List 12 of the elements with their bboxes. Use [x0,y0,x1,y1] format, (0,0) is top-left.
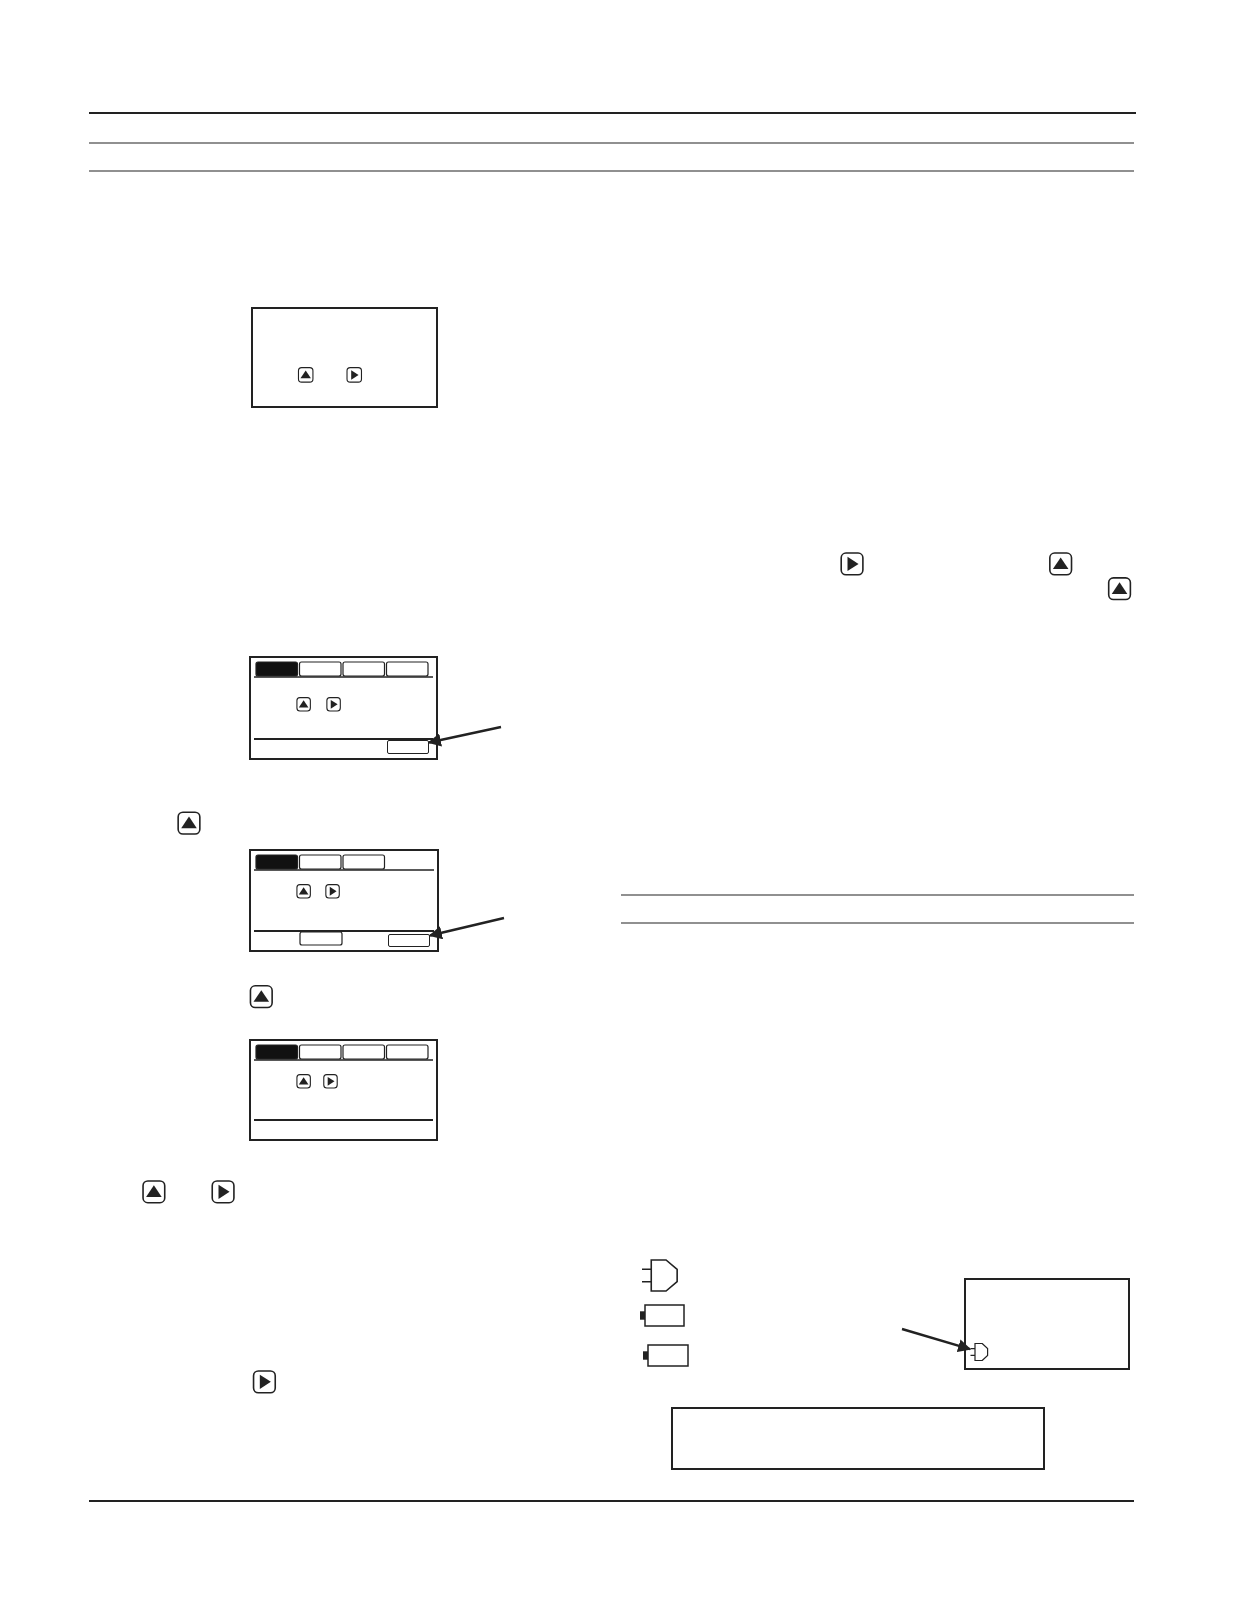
screen-button [387,740,429,754]
display-screen [249,656,438,760]
plug-icon [970,1343,989,1361]
screen-button [388,934,430,947]
display-screen [249,1039,438,1141]
display-screen [964,1278,1130,1370]
display-screen [251,307,438,408]
arrow [427,725,502,747]
arrow [428,916,505,940]
arrow [901,1327,972,1353]
display-screen [249,849,439,952]
display-screen [671,1407,1045,1470]
